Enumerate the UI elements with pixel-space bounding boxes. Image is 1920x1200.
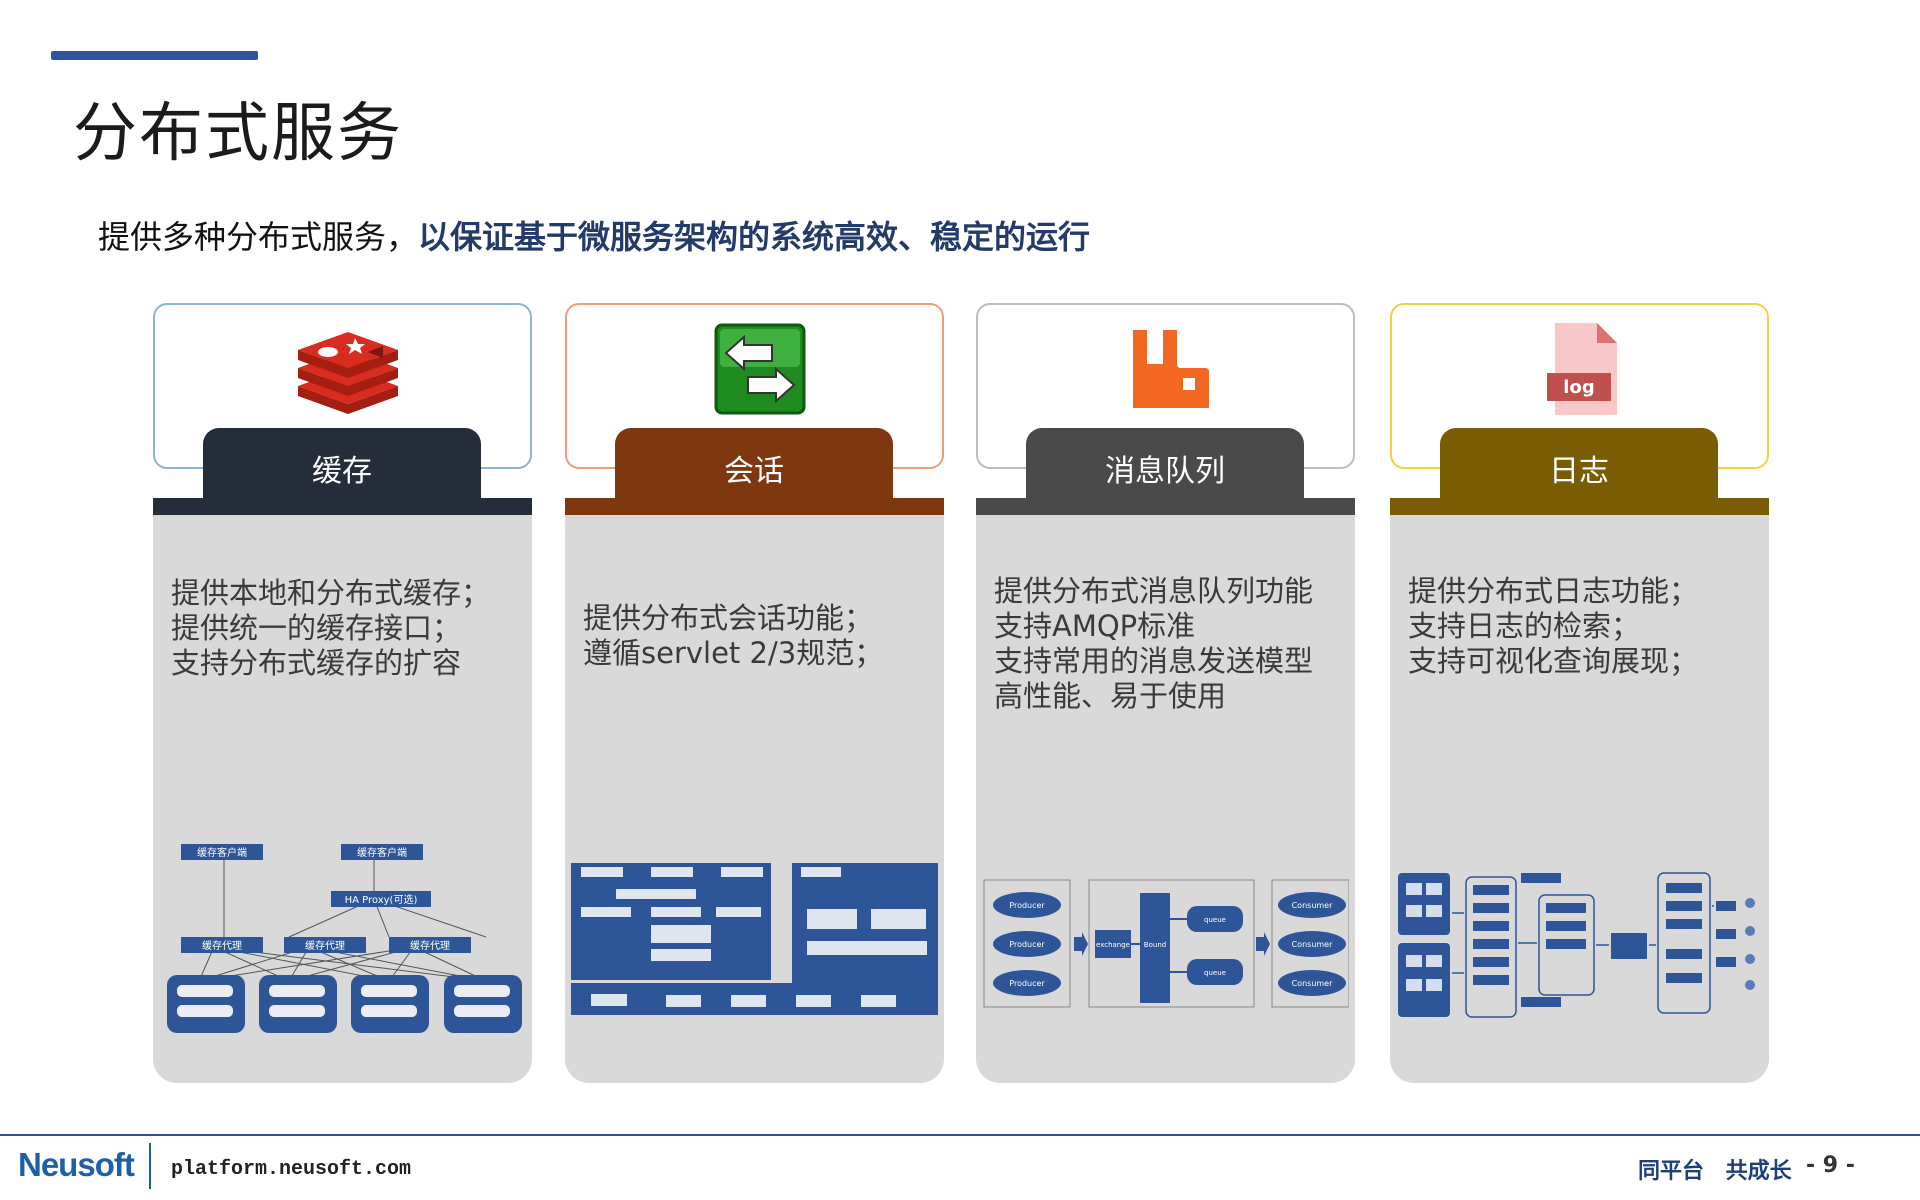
card-tab-cache[interactable]: 缓存 [203, 428, 481, 508]
card-body [1390, 498, 1769, 1083]
card-description: 提供本地和分布式缓存； 提供统一的缓存接口； 支持分布式缓存的扩容 [171, 576, 511, 681]
page-subtitle: 提供多种分布式服务，以保证基于微服务架构的系统高效、稳定的运行 [98, 212, 1090, 258]
desc-line: 提供分布式消息队列功能 [994, 574, 1314, 608]
desc-line: 提供分布式日志功能； [1408, 574, 1699, 608]
card-tab-session[interactable]: 会话 [615, 428, 893, 508]
neusoft-logo: Neusoft [18, 1146, 135, 1183]
desc-line: 提供分布式会话功能； [583, 601, 874, 635]
redis-icon [293, 319, 403, 419]
cache-architecture-diagram: 缓存客户端 缓存客户端 HA Proxy(可选) 缓存代理 缓存代理 缓存代理 [159, 833, 526, 1033]
page-number: - 9 - [1806, 1153, 1855, 1178]
cache-proxy-label: 缓存代理 [305, 939, 345, 952]
svg-text:log: log [1563, 377, 1594, 398]
footer-divider [0, 1134, 1920, 1136]
queue-label: queue [1204, 916, 1226, 924]
cache-proxy-label: 缓存代理 [410, 939, 450, 952]
log-file-icon: log [1530, 319, 1640, 419]
subtitle-bold: 以保证基于微服务架构的系统高效、稳定的运行 [418, 218, 1091, 256]
cache-client-label: 缓存客户端 [197, 846, 247, 859]
desc-line: 支持AMQP标准 [994, 609, 1196, 643]
desc-line: 提供统一的缓存接口； [171, 611, 462, 645]
desc-line: 支持可视化查询展现； [1408, 644, 1699, 678]
consumer-label: Consumer [1292, 940, 1334, 949]
cache-proxy-label: 缓存代理 [202, 939, 242, 952]
desc-line: 支持常用的消息发送模型 [994, 644, 1314, 678]
card-cache: 缓存 提供本地和分布式缓存； 提供统一的缓存接口； 支持分布式缓存的扩容 缓存客… [153, 303, 532, 1083]
footer-site[interactable]: platform.neusoft.com [171, 1158, 412, 1181]
session-architecture-diagram [571, 833, 938, 1033]
title-accent-bar [51, 51, 258, 60]
page-title: 分布式服务 [73, 97, 403, 171]
consumer-label: Consumer [1292, 979, 1334, 988]
producer-label: Producer [1009, 979, 1045, 988]
queue-label: queue [1204, 969, 1226, 977]
card-log: log 日志 提供分布式日志功能； 支持日志的检索； 支持可视化查询展现； [1390, 303, 1769, 1083]
desc-line: 高性能、易于使用 [994, 679, 1227, 713]
producer-label: Producer [1009, 901, 1045, 910]
card-description: 提供分布式会话功能； 遵循servlet 2/3规范； [583, 601, 923, 671]
desc-line: 遵循servlet 2/3规范； [583, 636, 884, 670]
card-tab-log[interactable]: 日志 [1440, 428, 1718, 508]
desc-line: 支持分布式缓存的扩容 [171, 646, 462, 680]
session-exchange-icon [705, 319, 815, 419]
rabbitmq-icon [1116, 319, 1226, 419]
card-message-queue: 消息队列 提供分布式消息队列功能 支持AMQP标准 支持常用的消息发送模型 高性… [976, 303, 1355, 1083]
subtitle-normal: 提供多种分布式服务， [98, 218, 419, 256]
log-architecture-diagram [1396, 833, 1763, 1033]
ha-proxy-label: HA Proxy(可选) [345, 893, 418, 906]
desc-line: 支持日志的检索； [1408, 609, 1641, 643]
logo-separator [149, 1143, 151, 1189]
card-description: 提供分布式日志功能； 支持日志的检索； 支持可视化查询展现； [1408, 574, 1748, 679]
producer-label: Producer [1009, 940, 1045, 949]
consumer-label: Consumer [1292, 901, 1334, 910]
card-tab-message-queue[interactable]: 消息队列 [1026, 428, 1304, 508]
card-session: 会话 提供分布式会话功能； 遵循servlet 2/3规范； [565, 303, 944, 1083]
amqp-model-diagram: Producer Producer Producer Consumer Cons… [982, 833, 1350, 1033]
desc-line: 提供本地和分布式缓存； [171, 576, 491, 610]
cache-client-label: 缓存客户端 [357, 846, 407, 859]
bound-label: Bound [1144, 941, 1166, 949]
card-description: 提供分布式消息队列功能 支持AMQP标准 支持常用的消息发送模型 高性能、易于使… [994, 574, 1334, 714]
footer-slogan: 同平台 共成长 [1638, 1159, 1792, 1184]
exchange-label: exchange [1096, 941, 1130, 949]
